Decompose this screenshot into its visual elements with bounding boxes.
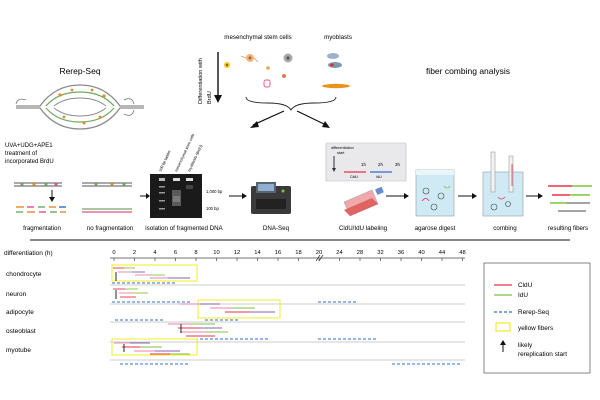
gel-size-top: 1,000 bp [206,189,223,194]
row-label-myotube: myotube [6,347,31,354]
timeline-tick-label: 2 [133,250,136,256]
row-baselines [110,284,465,361]
gel-size-bottom: 100 bp [206,206,219,211]
myotube-fibers [111,338,462,365]
timeline-tick-label: 18 [295,250,301,256]
combing-label: combing [493,225,517,232]
treatment-line-3: incorporated BrdU [5,159,54,165]
plate-label-cldu: CldU [350,175,358,179]
gel-label-ladder: 100 bp ladder [158,149,172,172]
treatment-line-1: UVA+UDG+APE1 [5,143,53,149]
fragmentation-arrow-head [49,197,55,202]
timeline-tick-label: 10 [213,250,219,256]
brace-arrow-right [296,110,327,126]
timeline-tick-label: 48 [459,250,465,256]
stem-cells-label: mesenchymal stem cells [224,34,291,41]
gel-label-myo: myoblasts (BrdU) [187,143,203,172]
brace-arrow-left-head [250,121,259,128]
legend-arrow-head [500,340,506,345]
fragment-pieces [16,206,66,213]
timeline-tick-label: 8 [194,250,197,256]
cells-brace [245,96,337,111]
timeline-tick-label: 40 [418,250,424,256]
plate-time-3h: 3h [395,162,400,167]
timeline-tick-label: 6 [174,250,177,256]
gel-icon [150,174,202,218]
fragmentation-label: fragmentation [23,225,61,232]
plate-time-1h: 1h [361,162,366,167]
dna-strand-fragmented [14,182,62,187]
plate-time-2h: 2h [378,162,383,167]
timeline-tick-label: 4 [153,250,157,256]
row-label-chondrocyte: chondrocyte [6,271,42,278]
stem-cell-icon [240,53,293,88]
myoblasts-label: myoblasts [324,34,352,41]
labeling-label: CldU/IdU labeling [339,225,388,232]
brace-arrow-right-head [322,121,330,128]
isolation-label: isolation of fragmented DNA [145,225,223,232]
resulting-fibers-icon [548,185,592,212]
agarose-tube-icon [415,169,455,217]
plate-title-2: start [337,151,345,155]
treatment-line-2: treatment of [5,151,37,157]
rerep-seq-title: Rerep-Seq [59,66,100,76]
no-fragmentation-label: no fragmentation [87,225,134,232]
legend-box [483,262,591,374]
plate-title-1: differentiation [331,146,354,150]
timeline-axis-label: differentiation (h) [4,250,53,257]
timeline-tick-label: 36 [398,250,404,256]
plate-label-idu: IdU [376,175,382,179]
timeline-tick-label: 32 [377,250,383,256]
unfragmented-pieces [82,208,132,213]
agarose-label: agarose digest [415,225,456,232]
differentiation-arrow-group: Differentiation with BrdU [198,52,230,104]
fiber-combing-title: fiber combing analysis [426,66,510,76]
adipocyte-fibers [115,299,281,321]
myoblast-icon [322,53,350,89]
axis-break-icon [315,254,324,262]
timeline-tick-label: 16 [275,250,281,256]
legend-label-rerep-start: rereplication start [518,351,567,358]
timeline-tick-label: 20 [316,250,322,256]
dna-seq-label: DNA-Seq [263,225,290,232]
legend-label-likely: likely [518,342,533,349]
legend-swatch-yellow [495,322,511,332]
row-label-osteoblast: osteoblast [6,328,36,335]
brace-arrow-left [252,110,285,126]
neuron-fibers [112,288,358,303]
osteoblast-fibers [140,323,378,340]
legend-label-idu: IdU [518,292,528,299]
brdu-star-icon [224,62,230,68]
brdu-label: BrdU [207,91,213,104]
sequencer-icon [251,182,291,214]
microscope-plate-icon [325,142,407,182]
combing-tube-icon [482,151,524,217]
replication-bubble-icon [15,84,144,130]
legend-label-cldu: CldU [518,282,533,289]
row-label-neuron: neuron [6,291,27,298]
legend-label-rerep: Rerep-Seq [518,309,549,316]
step-arrows [140,193,543,199]
chondrocyte-fibers [111,264,198,284]
timeline-tick-label: 12 [234,250,240,256]
timeline-tick-label: 44 [439,250,446,256]
differentiation-with-label: Differentiation with [198,58,204,104]
timeline-tick-label: 14 [254,250,261,256]
legend-label-yellow: yellow fibers [518,325,553,332]
timeline-tick-label: 28 [357,250,363,256]
dna-strand-unfragmented [82,182,132,187]
resulting-fibers-label: resulting fibers [548,225,588,232]
timeline-tick-label: 24 [336,250,343,256]
differentiation-arrow-head [214,95,222,103]
culture-flask-icon [343,186,384,217]
row-label-adipocyte: adipocyte [6,309,34,316]
timeline-tick-label: 0 [112,250,115,256]
